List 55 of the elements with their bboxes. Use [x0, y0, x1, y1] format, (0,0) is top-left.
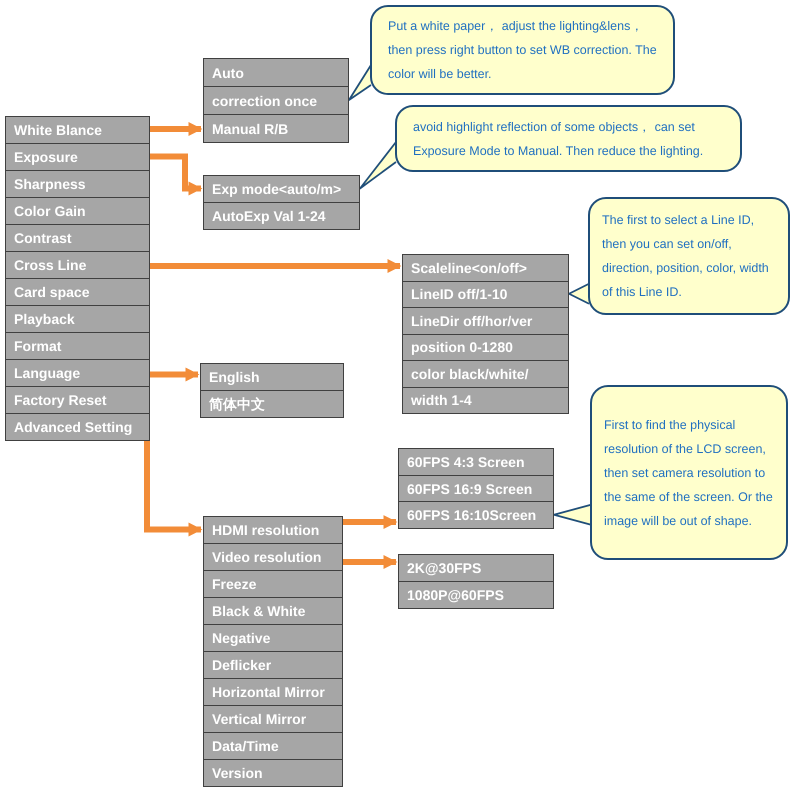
menu-item: Card space	[5, 278, 150, 306]
menu-item: English	[200, 363, 344, 391]
callout-pointer	[568, 282, 590, 305]
menu-item: color black/white/	[402, 360, 569, 388]
menu-item: width 1-4	[402, 386, 569, 414]
menu-item: correction once	[203, 86, 349, 115]
menu-item: Language	[5, 359, 150, 387]
menu-item: Vertical Mirror	[203, 705, 343, 733]
menu-item: 2K@30FPS	[398, 554, 554, 582]
callout-pointer	[359, 141, 397, 190]
menu-item: Black & White	[203, 597, 343, 625]
menu-item: White Blance	[5, 116, 150, 144]
menu-item: Scaleline<on/off>	[402, 254, 569, 282]
menu-item: Video resolution	[203, 543, 343, 571]
menu-item: Contrast	[5, 224, 150, 252]
menu-item: Exp mode<auto/m>	[203, 175, 360, 203]
arrow	[150, 259, 402, 273]
menu-item: Horizontal Mirror	[203, 678, 343, 706]
menu-item: Deflicker	[203, 651, 343, 679]
menu-item: 60FPS 16:9 Screen	[398, 474, 554, 502]
menu-item: HDMI resolution	[203, 516, 343, 544]
arrow	[343, 555, 398, 569]
callout-bubble: avoid highlight reflection of some objects， can set Exposure Mode to Manual. Then reduce the lighting.	[395, 105, 742, 172]
menu-item: 1080P@60FPS	[398, 581, 554, 609]
arrow	[150, 154, 202, 196]
arrow	[144, 440, 202, 536]
menu-item: Color Gain	[5, 197, 150, 225]
menu-item: Cross Line	[5, 251, 150, 279]
menu-item: 60FPS 16:10Screen	[398, 501, 554, 530]
menu-item: position 0-1280	[402, 334, 569, 361]
callout-bubble: Put a white paper， adjust the lighting&lens， then press right button to set WB correction. The color will be better.	[370, 5, 675, 95]
menu-item: 简体中文	[200, 390, 344, 418]
menu-item: Auto	[203, 58, 349, 87]
menu-item: Freeze	[203, 570, 343, 598]
menu-item: Version	[203, 759, 343, 787]
menu-item: Format	[5, 332, 150, 360]
menu-item: Negative	[203, 624, 343, 652]
menu-item: Advanced Setting	[5, 413, 150, 441]
callout-bubble: The first to select a Line ID, then you can set on/off, direction, position, color, width of this Line ID.	[588, 197, 790, 315]
menu-item: Data/Time	[203, 732, 343, 760]
arrow	[150, 122, 202, 136]
menu-item: Playback	[5, 305, 150, 333]
callout-pointer	[348, 64, 372, 101]
arrow	[150, 368, 200, 382]
menu-item: AutoExp Val 1-24	[203, 202, 360, 230]
menu-item: Exposure	[5, 143, 150, 171]
menu-item: Sharpness	[5, 170, 150, 198]
menu-item: 60FPS 4:3 Screen	[398, 448, 554, 476]
menu-item: Manual R/B	[203, 114, 349, 143]
menu-item: LineID off/1-10	[402, 280, 569, 308]
callout-bubble: First to find the physical resolution of the LCD screen, then set camera resolution to the same of the screen. Or the image will be out of shape.	[590, 385, 788, 560]
callout-pointer	[553, 504, 592, 526]
arrow	[343, 515, 398, 530]
menu-item: LineDir off/hor/ver	[402, 307, 569, 334]
menu-item: Factory Reset	[5, 386, 150, 414]
